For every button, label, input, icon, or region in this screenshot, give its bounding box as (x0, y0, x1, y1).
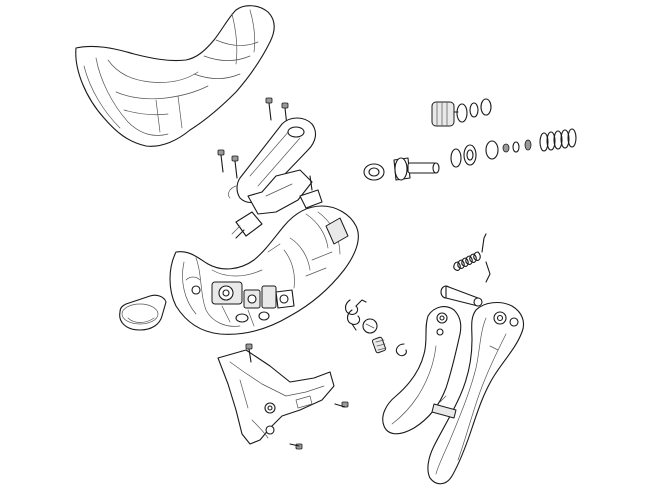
spring (539, 128, 577, 152)
e-clip (395, 343, 407, 357)
shift-paddle (382, 306, 462, 435)
top-cap (228, 117, 317, 204)
hood-screws (265, 97, 289, 127)
handlebar-clamp (119, 294, 167, 331)
bleed-port-assembly (231, 169, 323, 239)
side-cover (217, 349, 335, 445)
piston-assembly (431, 98, 492, 127)
detent-spring (344, 299, 367, 331)
lever-body (169, 205, 359, 335)
hood (75, 5, 275, 147)
seals-and-springs (363, 128, 577, 181)
cover-screws (245, 343, 349, 450)
brake-lever-blade (427, 301, 525, 485)
cap-screws (217, 149, 239, 179)
adjuster-screw (362, 318, 387, 354)
pivot-pin (440, 285, 483, 307)
return-spring (453, 233, 491, 283)
